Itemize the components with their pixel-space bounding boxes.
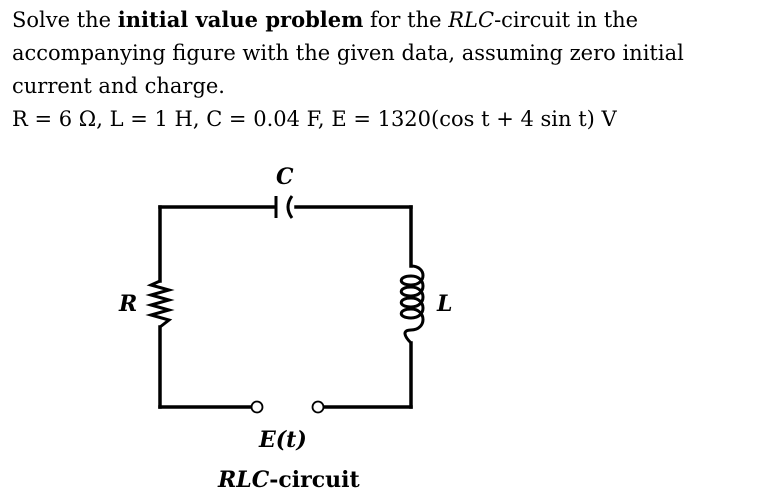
given-L: L = 1 H, [109,107,200,131]
caption-rest: -circuit [269,467,360,493]
problem-text: Solve the initial value problem for the … [12,3,752,103]
mid-text: for the [370,8,442,32]
intro-text: Solve the [12,8,112,32]
caption-rlc-italic: RLC [217,467,270,493]
inductor-symbol [399,264,425,345]
rlc-italic: RLC [448,8,495,32]
given-R: R = 6 Ω, [12,107,103,131]
given-E: E = 1320(cos t + 4 sin t) V [331,107,617,131]
resistor-symbol [145,279,175,329]
given-data: R = 6 Ω, L = 1 H, C = 0.04 F, E = 1320(c… [12,103,752,136]
figure-caption: RLC-circuit [217,467,360,493]
capacitor-plate-curved [286,195,294,219]
source-terminal-left [250,400,264,414]
label-C: C [276,164,294,190]
capacitor-symbol [274,195,294,219]
bold-phrase: initial value problem [117,7,364,32]
problem-statement: Solve the initial value problem for the … [12,3,752,136]
label-E: E(t) [258,427,307,453]
source-terminal-right [311,400,325,414]
after-rlc-text: -circuit in the accompanying figure with… [12,8,684,98]
label-R: R [118,291,137,317]
given-C: C = 0.04 F, [206,107,325,131]
label-L: L [436,291,452,317]
circuit-wires [158,205,413,409]
